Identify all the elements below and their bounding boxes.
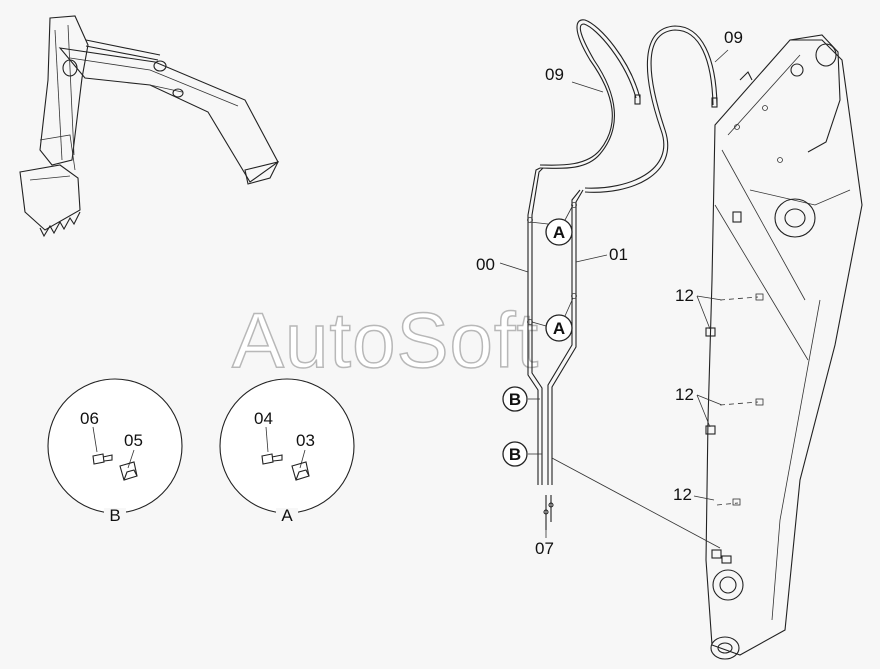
clamp-pad-bottom bbox=[711, 549, 722, 559]
clamp-pad-top bbox=[705, 327, 716, 337]
detail-b-clamp-icon bbox=[119, 461, 138, 481]
detail-a-bolt-label: 04 bbox=[254, 409, 273, 428]
detail-a-clamp-icon bbox=[291, 461, 310, 481]
detail-b-bolt-icon bbox=[92, 453, 113, 465]
callout-12-bot: 12 bbox=[673, 485, 715, 504]
svg-text:B: B bbox=[509, 445, 521, 464]
detail-a-bolt-icon bbox=[261, 453, 283, 465]
section-ref-b-lower: B bbox=[502, 441, 542, 467]
main-arm-drawing bbox=[705, 34, 863, 660]
section-ref-a-lower: A bbox=[531, 297, 574, 342]
callout-09-left: 09 bbox=[545, 65, 564, 84]
svg-text:12: 12 bbox=[675, 286, 694, 305]
detail-a-clamp-label: 03 bbox=[296, 431, 315, 450]
watermark-text: AutoSoft bbox=[232, 296, 539, 384]
detail-a-title: A bbox=[281, 506, 293, 525]
pipe-assembly bbox=[499, 167, 721, 549]
svg-text:12: 12 bbox=[675, 385, 694, 404]
callout-00: 00 bbox=[476, 255, 495, 274]
detail-b-bolt-label: 06 bbox=[80, 409, 99, 428]
svg-text:12: 12 bbox=[673, 485, 692, 504]
overview-arm-drawing bbox=[19, 15, 280, 238]
svg-text:B: B bbox=[509, 390, 521, 409]
callout-07: 07 bbox=[535, 539, 554, 558]
section-ref-b-upper: B bbox=[502, 386, 540, 412]
detail-b: 06 05 B bbox=[47, 378, 183, 526]
callout-12-top: 12 bbox=[675, 286, 723, 330]
callout-12-mid: 12 bbox=[675, 385, 723, 428]
svg-text:A: A bbox=[553, 223, 565, 242]
section-ref-a-upper: A bbox=[529, 204, 574, 246]
detail-a: 04 03 A bbox=[219, 378, 355, 526]
clamp-pad-mid bbox=[705, 425, 716, 435]
hose-09-assembly bbox=[539, 19, 729, 193]
callout-09-right: 09 bbox=[724, 28, 743, 47]
detail-b-clamp-label: 05 bbox=[124, 431, 143, 450]
svg-text:A: A bbox=[553, 319, 565, 338]
detail-b-title: B bbox=[109, 506, 120, 525]
callout-01: 01 bbox=[609, 245, 628, 264]
